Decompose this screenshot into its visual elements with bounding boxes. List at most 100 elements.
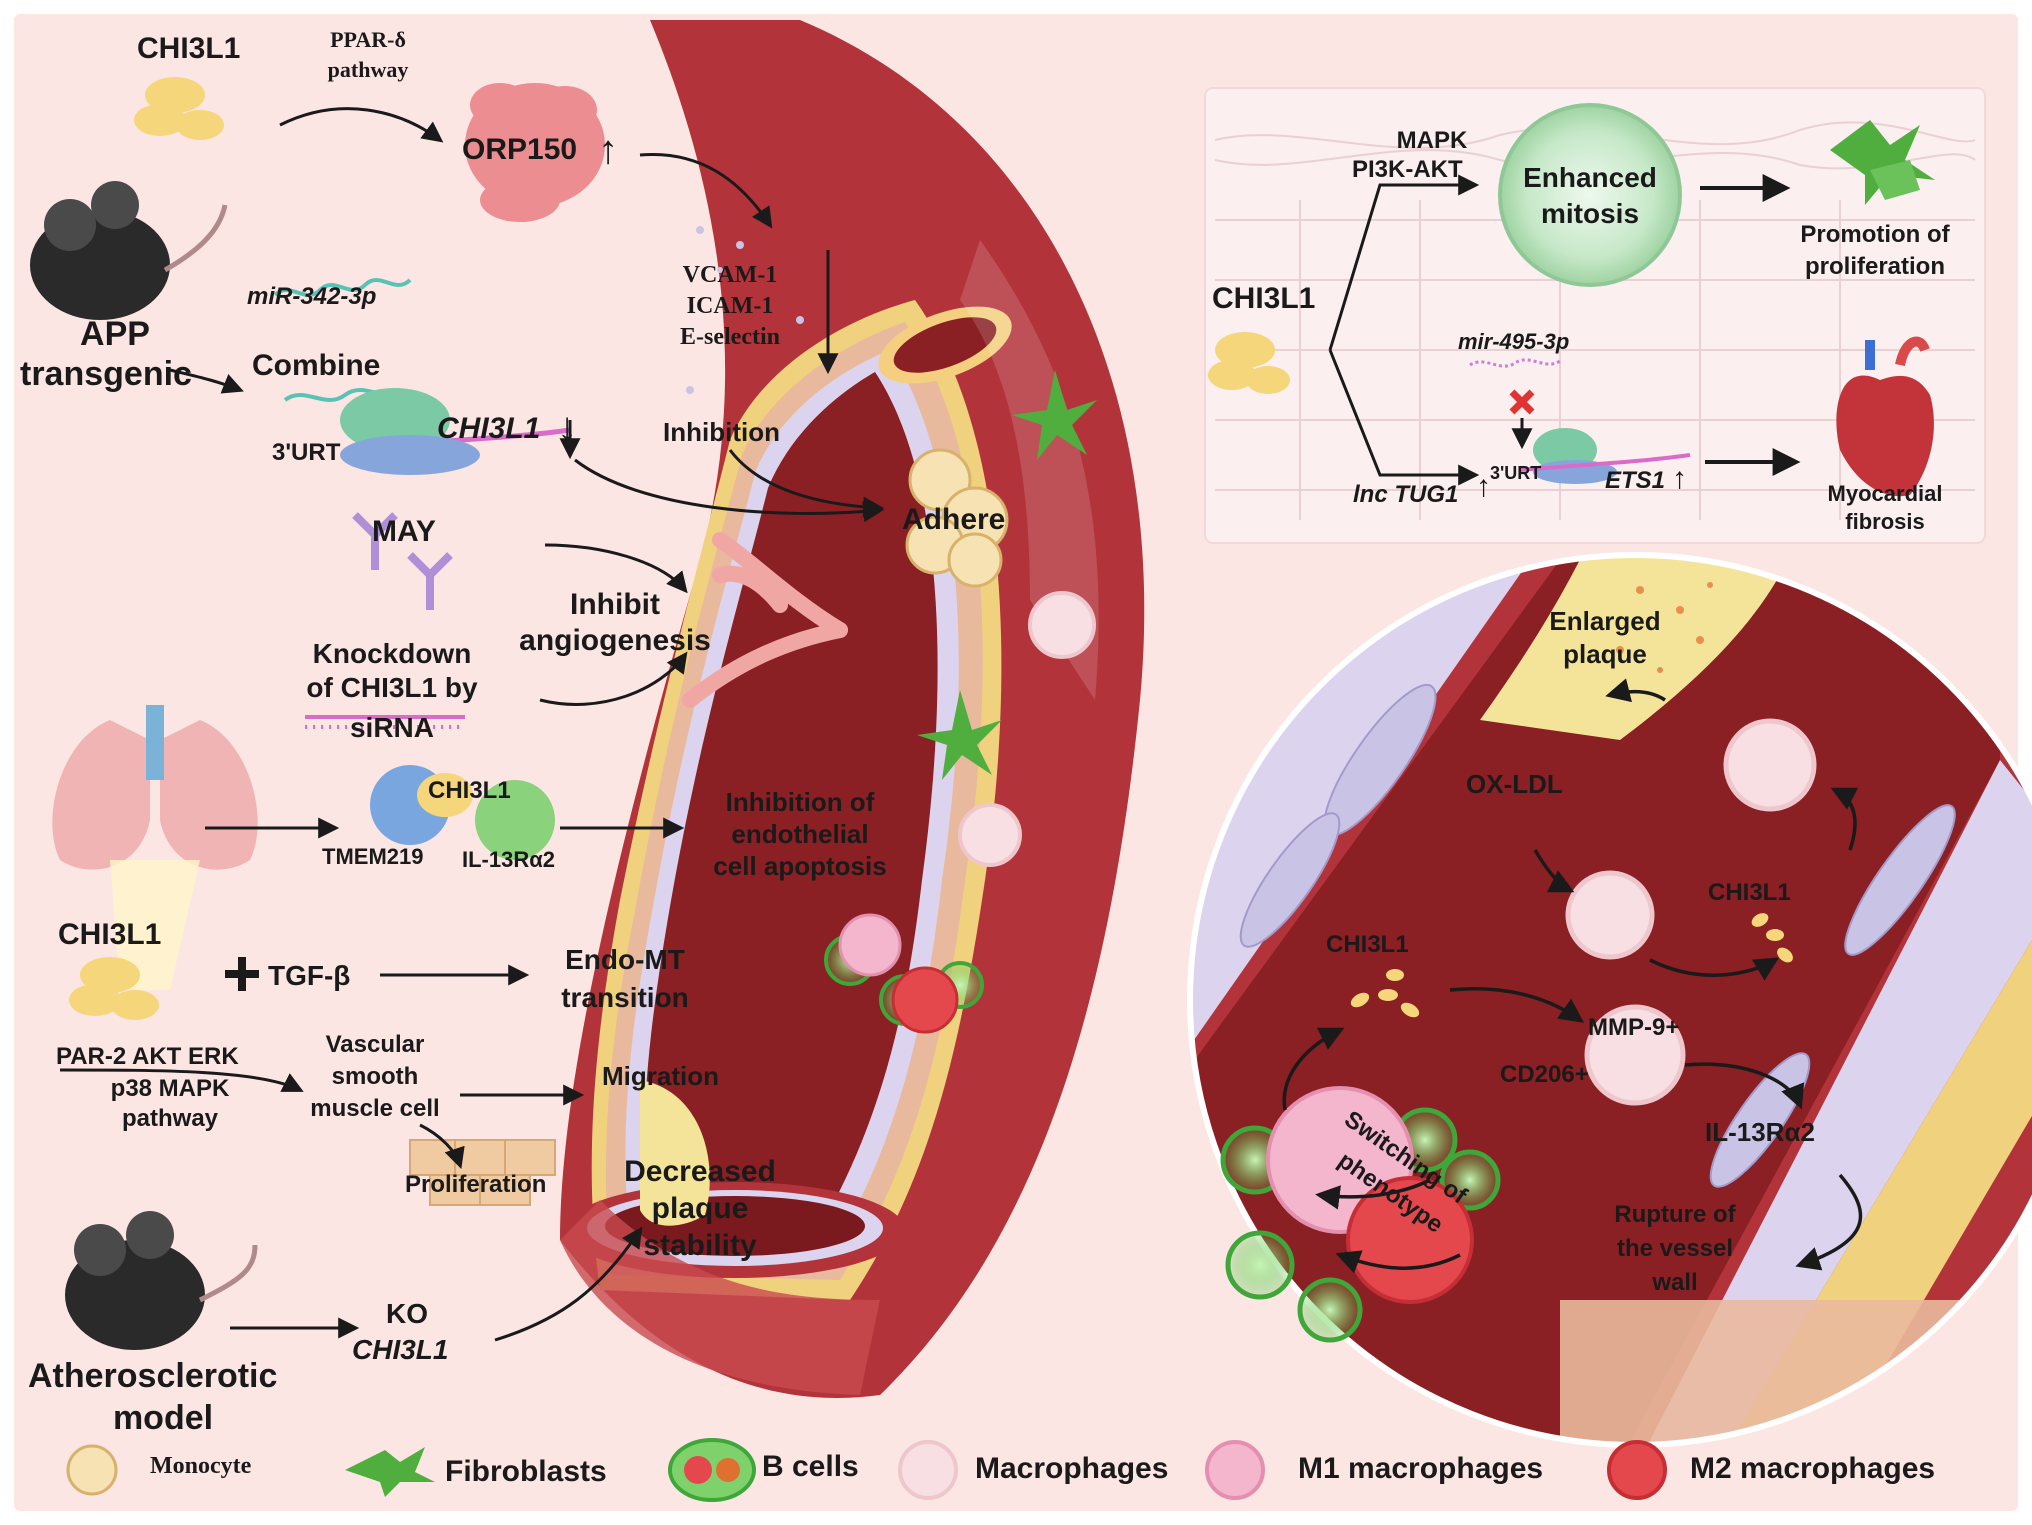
endomt-label-2: transition bbox=[561, 982, 689, 1013]
apoptosis-label-2: endothelial bbox=[731, 819, 869, 849]
block-x bbox=[1509, 389, 1535, 415]
adhere-label: Adhere bbox=[902, 503, 1006, 536]
chi3l1-gene-label: CHI3L1 bbox=[437, 412, 541, 445]
myocardial-label-2: fibrosis bbox=[1845, 509, 1925, 534]
vsmc-label-3: muscle cell bbox=[310, 1095, 440, 1122]
lnc-tug1-label: lnc TUG1 bbox=[1353, 481, 1459, 508]
may-label: MAY bbox=[372, 515, 436, 548]
mitosis-label-2: mitosis bbox=[1540, 198, 1640, 229]
inhibition-label: Inhibition bbox=[663, 417, 780, 447]
chi3l1-protein-panel bbox=[1208, 332, 1290, 394]
ets1-mrna bbox=[1519, 453, 1691, 472]
ribosome-left bbox=[340, 388, 480, 475]
legend-fibroblasts-label: Fibroblasts bbox=[445, 1455, 607, 1488]
plus-sign bbox=[225, 957, 259, 991]
par2-label-3: pathway bbox=[121, 1105, 219, 1132]
may-antibody-icons bbox=[352, 512, 453, 610]
chi3l1-protein-top bbox=[134, 77, 224, 140]
par2-label-2: p38 MAPK bbox=[110, 1075, 230, 1102]
ets1-label: ETS1 bbox=[1605, 467, 1666, 494]
macrophage-icon bbox=[898, 1440, 958, 1500]
tgfb-label: TGF-β bbox=[268, 960, 351, 991]
legend-bcells-label: B cells bbox=[762, 1450, 859, 1483]
apoptosis-label-3: cell apoptosis bbox=[713, 851, 887, 881]
il13ra2-label-left: IL-13Rα2 bbox=[462, 847, 555, 872]
macrophage-zoom-mmp9 bbox=[1584, 1004, 1686, 1106]
app-label-2: transgenic bbox=[20, 355, 192, 393]
up-arrow-ets1: ↑ bbox=[1672, 462, 1687, 495]
eselectin-label: E-selectin bbox=[680, 324, 780, 350]
orp150-protein bbox=[465, 83, 605, 222]
enlarged-label-2: plaque bbox=[1563, 639, 1647, 669]
athero-label-1: Atherosclerotic bbox=[28, 1357, 278, 1395]
fibroblast-in-vessel bbox=[1012, 370, 1097, 460]
lung-glow bbox=[110, 860, 200, 990]
up-arrow-orp150: ↑ bbox=[598, 128, 618, 172]
promotion-label-1: Promotion of bbox=[1800, 221, 1950, 248]
mouse-bottom-icon bbox=[65, 1211, 258, 1350]
ko-label: KO bbox=[386, 1298, 428, 1329]
orp150-label: ORP150 bbox=[462, 133, 578, 166]
chi3l1-fragments-right bbox=[1751, 913, 1793, 963]
knockdown-label-2: of CHI3L1 by bbox=[306, 672, 478, 703]
utr-label-left: 3'URT bbox=[272, 439, 341, 466]
macrophage-in-lumen-2 bbox=[958, 803, 1022, 867]
macrophage-in-lumen bbox=[1028, 591, 1096, 659]
fibroblast-icon bbox=[345, 1447, 435, 1497]
legend-m2-label: M2 macrophages bbox=[1690, 1452, 1936, 1485]
knockdown-label-1: Knockdown bbox=[312, 638, 472, 669]
heart-icon bbox=[1836, 336, 1934, 497]
legend-macrophages-label: Macrophages bbox=[975, 1452, 1169, 1485]
knockdown-label-3: siRNA bbox=[349, 712, 434, 743]
receptor-complex-icon bbox=[370, 765, 555, 860]
ppar-label-2: pathway bbox=[327, 57, 409, 82]
proliferating-fibroblasts bbox=[1830, 120, 1935, 205]
chi3l1-panel-label: CHI3L1 bbox=[1212, 282, 1316, 315]
oxldl-label: OX-LDL bbox=[1466, 769, 1563, 799]
mouse-top-icon bbox=[30, 181, 228, 320]
pi3k-label: PI3K-AKT bbox=[1352, 156, 1463, 183]
vsmc-label-2: smooth bbox=[331, 1063, 419, 1090]
inhibit-label-1: Inhibit bbox=[570, 588, 660, 621]
rupture-label-1: Rupture of bbox=[1614, 1201, 1736, 1228]
m1-macrophage-icon bbox=[1205, 1440, 1265, 1500]
mmp9-label: MMP-9+ bbox=[1588, 1014, 1680, 1041]
decreased-label-3: stability bbox=[643, 1229, 757, 1262]
par2-label-1: PAR-2 AKT ERK bbox=[56, 1043, 239, 1070]
proliferation-label: Proliferation bbox=[405, 1171, 547, 1198]
apoptosis-label-1: Inhibition of bbox=[725, 787, 875, 817]
curved-vessel bbox=[560, 20, 1145, 1398]
down-arrow-chi3l1: ↓ bbox=[557, 405, 577, 449]
combine-label: Combine bbox=[252, 349, 381, 382]
decreased-label-2: plaque bbox=[651, 1192, 749, 1225]
legend-m1-label: M1 macrophages bbox=[1298, 1452, 1544, 1485]
tmem219-label: TMEM219 bbox=[322, 844, 424, 869]
fibrosis-panel bbox=[1204, 87, 1986, 544]
macrophage-zoom-top bbox=[1723, 718, 1817, 812]
scatter-dots bbox=[686, 226, 804, 394]
monocyte-icon bbox=[66, 1444, 118, 1496]
vcam-label: VCAM-1 bbox=[682, 262, 778, 288]
complex-chi3l1-label: CHI3L1 bbox=[428, 777, 511, 804]
mir342-label: miR-342-3p bbox=[247, 283, 377, 310]
ppar-label-1: PPAR-δ bbox=[330, 27, 406, 52]
fibroblast-in-lumen bbox=[917, 690, 1002, 780]
chi3l1-left-label: CHI3L1 bbox=[1326, 931, 1409, 958]
promotion-label-2: proliferation bbox=[1804, 253, 1945, 280]
angiogenesis-branches bbox=[682, 532, 848, 708]
rupture-label-2: the vessel bbox=[1616, 1235, 1734, 1262]
chi3l1-fragments-left bbox=[1350, 969, 1420, 1018]
mir495-strand bbox=[1469, 358, 1561, 368]
rupture-label-3: wall bbox=[1652, 1269, 1698, 1296]
inhibit-label-2: angiogenesis bbox=[519, 624, 711, 657]
utr-label-panel: 3'URT bbox=[1490, 463, 1542, 483]
chi3l1-right-label: CHI3L1 bbox=[1708, 879, 1791, 906]
decreased-label-1: Decreased bbox=[624, 1155, 776, 1188]
mitosis-label-1: Enhanced bbox=[1523, 162, 1657, 193]
athero-label-2: model bbox=[112, 1399, 214, 1437]
b-cell-cluster-vessel bbox=[824, 913, 984, 1034]
phenotype-switch-cluster bbox=[1220, 1086, 1501, 1343]
vsmc-label-1: Vascular bbox=[325, 1031, 425, 1058]
